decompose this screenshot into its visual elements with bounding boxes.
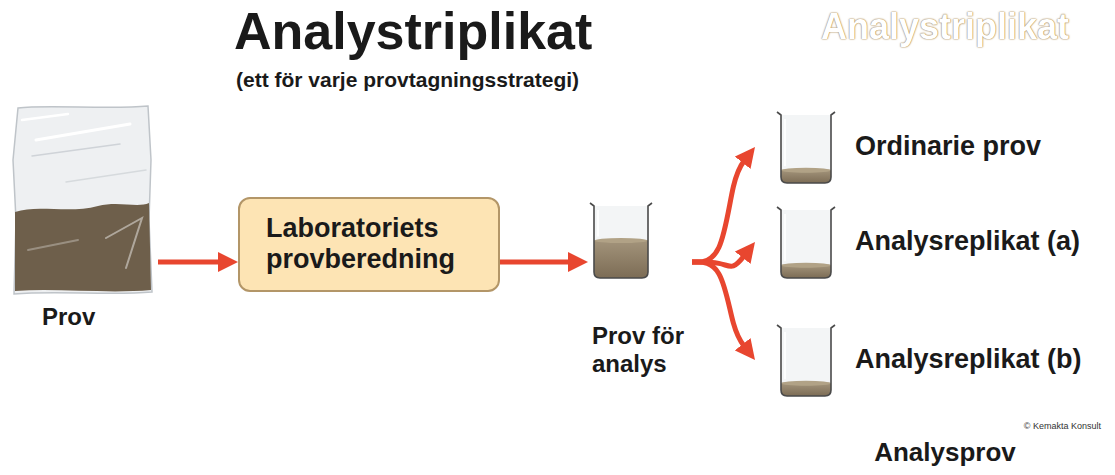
label-block: (ett för varje provtagningsstrategi) [236,68,579,92]
flow-arrow [692,262,746,349]
title-block: Analystriplikat [234,2,592,62]
bag-crease [28,240,78,250]
bag-crease [106,218,142,268]
glass-glint [784,119,786,166]
beaker-glass [781,115,831,183]
flow-arrow [158,260,224,265]
replicate-label: Analysreplikat (a) [855,226,1080,257]
panel-fill [735,2,1115,434]
beaker-sediment [594,241,648,278]
soil-fill [15,203,151,291]
sediment-surface [781,168,831,173]
label-block: © Kemakta Konsult [1024,421,1101,431]
panel-caption: Analysprov [775,438,1115,468]
bag-crease [66,170,146,182]
beaker-outline [777,112,835,183]
bag-crease [22,114,68,120]
flow-arrow [692,253,746,266]
replicate-row: Analysreplikat (b) [755,320,1100,400]
sediment-surface [781,381,831,386]
beaker-picture [775,109,837,185]
copyright-note: © Kemakta Konsult [1024,421,1101,431]
beaker-picture [775,322,837,398]
replicate-label: Analysreplikat (b) [855,344,1082,375]
sample-label: Prov [42,303,158,331]
beaker-outline [590,203,652,278]
replicate-label: Ordinarie prov [855,131,1041,162]
sample-bag-picture [8,100,154,300]
bag-crease [32,144,120,156]
flow-arrow [500,260,574,265]
sample-bag: Prov [8,100,158,340]
subtitle: (ett för varje provtagningsstrategi) [236,68,579,92]
sediment-surface [781,263,831,268]
triplicate-panel: AnalystriplikatAnalysprovOrdinarie provA… [735,2,1115,434]
sediment-surface [594,238,648,243]
beaker-picture [588,200,654,280]
glass-glint [784,332,786,379]
beaker-outline [777,325,835,396]
process-box: Laboratoriets provberedning [238,197,500,292]
bag-crease [36,124,130,140]
panel-heading: Analystriplikat [775,6,1115,47]
beaker-node: Prov för analys [588,200,692,390]
beaker-picture [775,204,837,280]
glass-glint [784,214,786,261]
replicate-row: Analysreplikat (a) [755,202,1100,282]
beaker-label: Prov för analys [592,322,692,377]
beaker-outline [777,207,835,278]
beaker-glass [781,328,831,396]
beaker-glass [781,210,831,278]
beaker-glass [594,206,648,278]
process-label: Laboratoriets provberedning [266,213,480,275]
glass-glint [597,210,599,237]
diagram-title: Analystriplikat [234,2,592,62]
flow-arrow [692,158,746,262]
bag-outline [13,106,152,294]
replicate-row: Ordinarie prov [755,107,1100,187]
